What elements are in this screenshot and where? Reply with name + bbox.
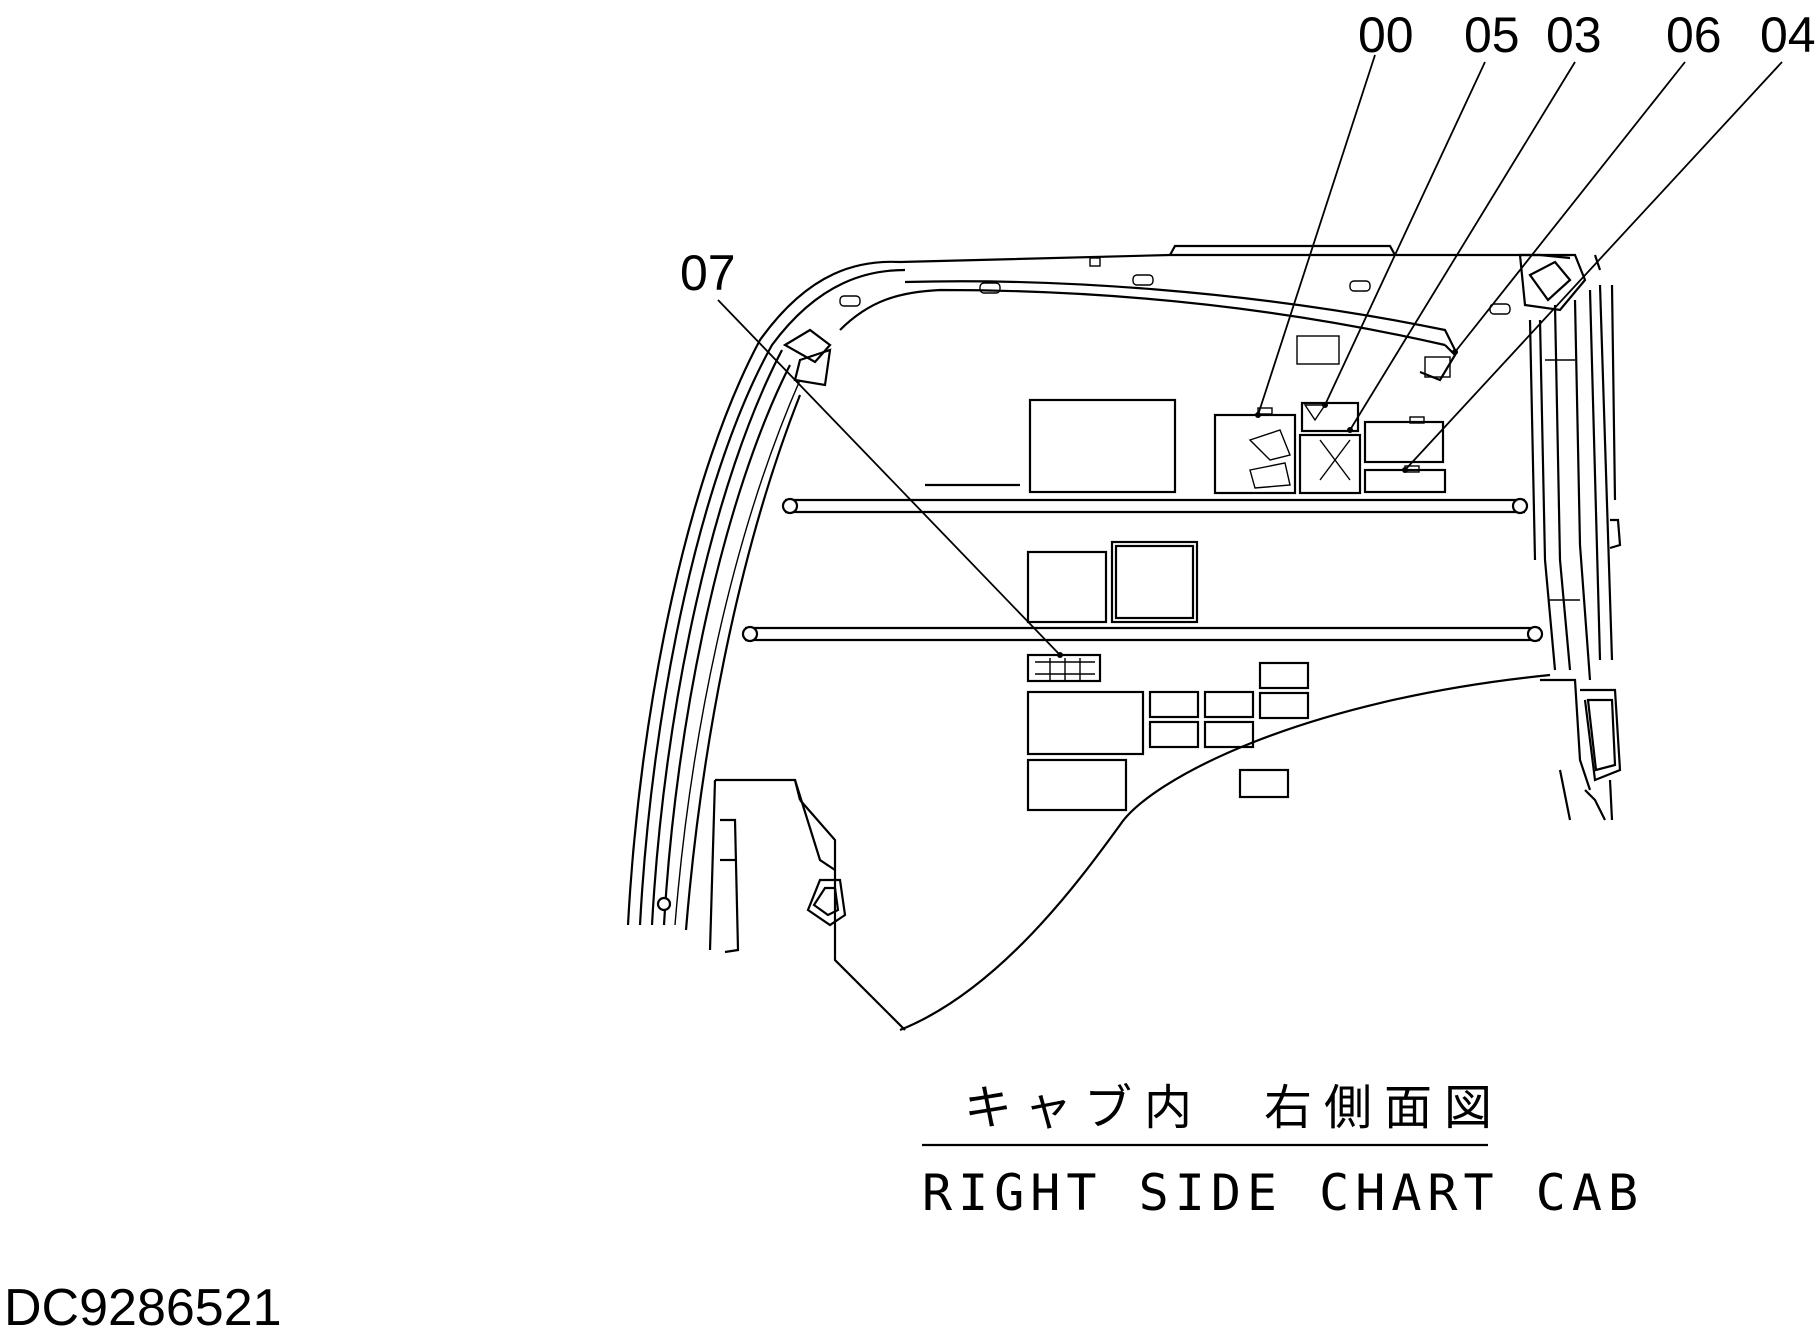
leader-lines [717,54,1783,658]
title-japanese: キャブ内 右側面図 [964,1080,1504,1136]
callout-00: 00 [1358,7,1414,63]
drawing-number: DC9286521 [4,1279,282,1337]
leader-07 [717,299,1061,656]
cab-frame [626,244,1622,1032]
leader-04 [1404,61,1783,471]
title-english: RIGHT SIDE CHART CAB [922,1164,1644,1222]
callout-06: 06 [1666,7,1722,63]
decal-panels [1026,335,1447,812]
leader-06 [1454,61,1686,353]
callout-07: 07 [680,245,736,301]
callout-05: 05 [1464,7,1520,63]
callout-03: 03 [1546,7,1602,63]
leader-00 [1257,54,1376,416]
leader-03 [1349,61,1576,431]
leader-05 [1324,61,1486,406]
callout-04: 04 [1760,7,1816,63]
